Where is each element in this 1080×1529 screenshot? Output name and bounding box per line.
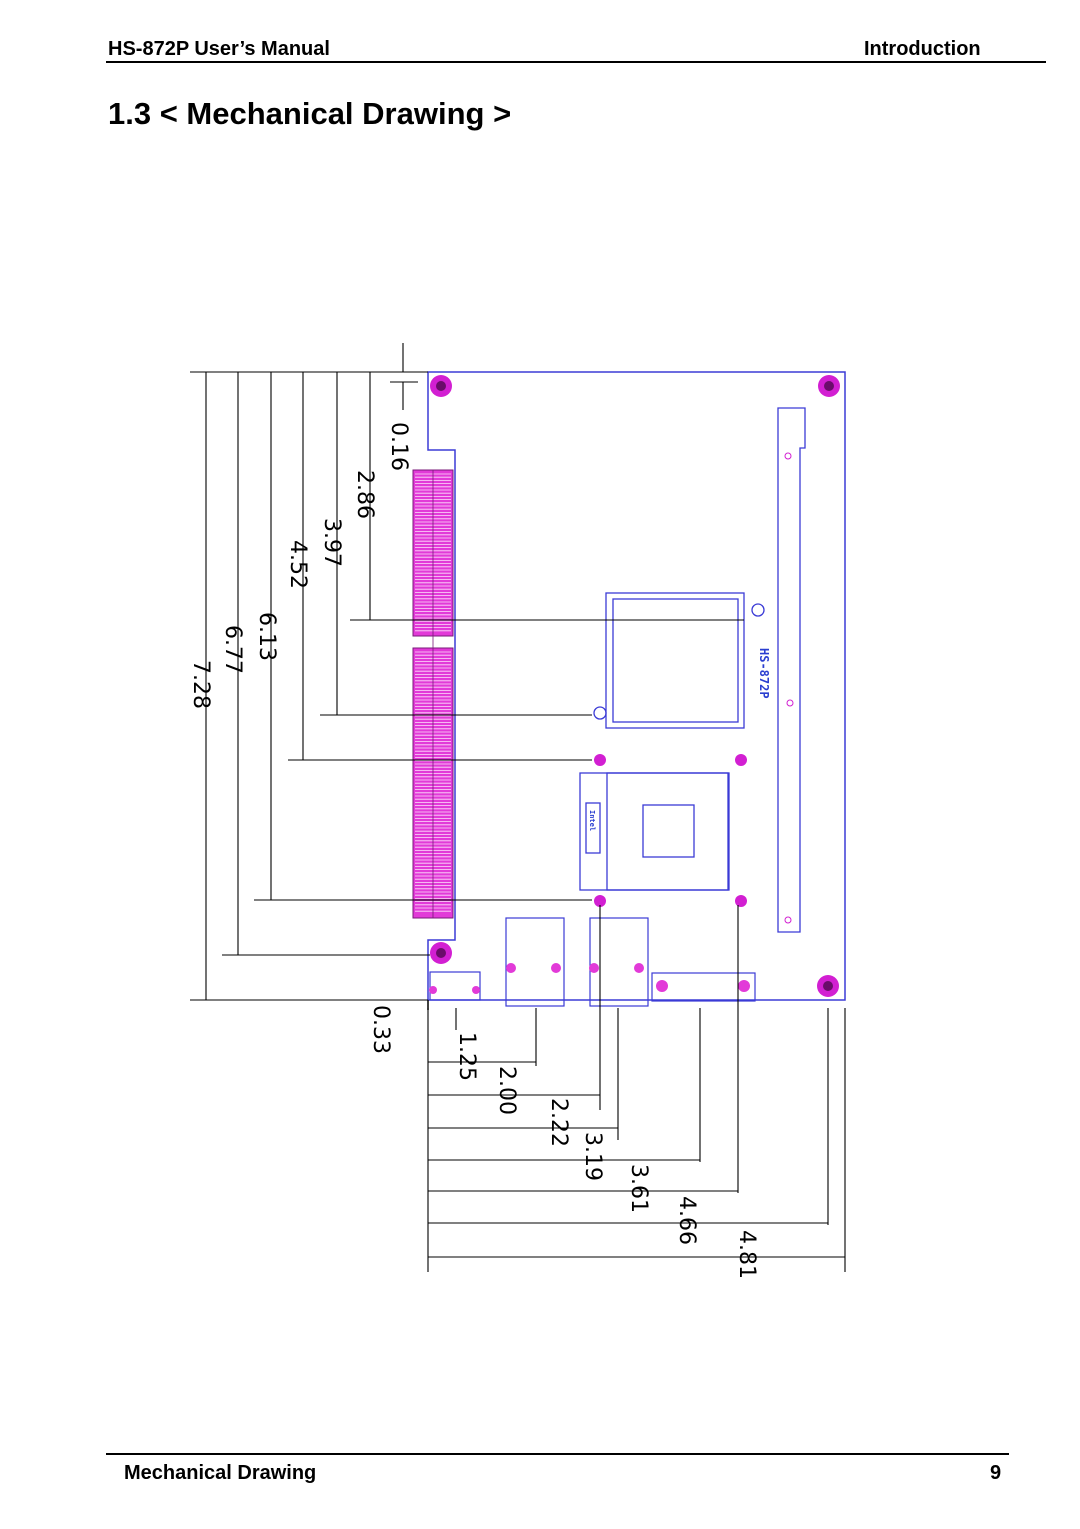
dim-label-6-13: 6.13 [254,612,279,661]
dimension-lines [190,343,846,1272]
pcie-slot [777,407,806,933]
dim-label-4-52: 4.52 [285,540,310,589]
dim-label-7-28: 7.28 [188,660,213,709]
page-number: 9 [990,1462,1002,1484]
dim-label-2-22: 2.22 [546,1098,571,1147]
rear-io [429,917,756,1007]
footer-rule [106,1453,1009,1455]
header-rule [106,61,1046,63]
dim-label-2-86: 2.86 [352,470,377,519]
cpu-socket [579,772,730,891]
mechanical-drawing-svg: HS-872P Intel [188,343,846,1279]
chip-label: Intel [588,810,596,831]
io-pins [429,963,750,994]
dim-label-4-81: 4.81 [734,1230,759,1279]
dim-label-3-97: 3.97 [319,518,344,567]
module-outline [593,592,765,729]
dim-label-0-16: 0.16 [386,422,411,471]
horizontal-dimension-labels: 0.33 1.25 2.00 2.22 3.19 3.61 4.66 4.81 [368,1005,759,1279]
dim-label-3-19: 3.19 [580,1132,605,1181]
dim-label-6-77: 6.77 [220,625,245,674]
board-outline [427,371,846,1010]
dim-label-3-61: 3.61 [626,1164,651,1213]
dim-label-4-66: 4.66 [674,1196,699,1245]
manual-title: HS-872P User’s Manual [108,38,330,60]
footer-section: Mechanical Drawing [124,1462,317,1484]
mount-holes [430,375,840,997]
dim-label-2-00: 2.00 [494,1066,519,1115]
connector-pins [415,470,451,918]
header-section: Introduction [864,38,981,60]
mechanical-drawing: HS-872P Intel [180,335,880,1285]
cpu-holes [594,754,747,907]
dim-label-0-33: 0.33 [368,1005,393,1054]
page-title: 1.3 < Mechanical Drawing > [108,96,512,131]
vertical-dimension-labels: 0.16 2.86 3.97 4.52 6.13 6.77 7.28 [188,422,411,709]
dim-label-1-25: 1.25 [454,1032,479,1081]
board-label: HS-872P [757,648,771,699]
